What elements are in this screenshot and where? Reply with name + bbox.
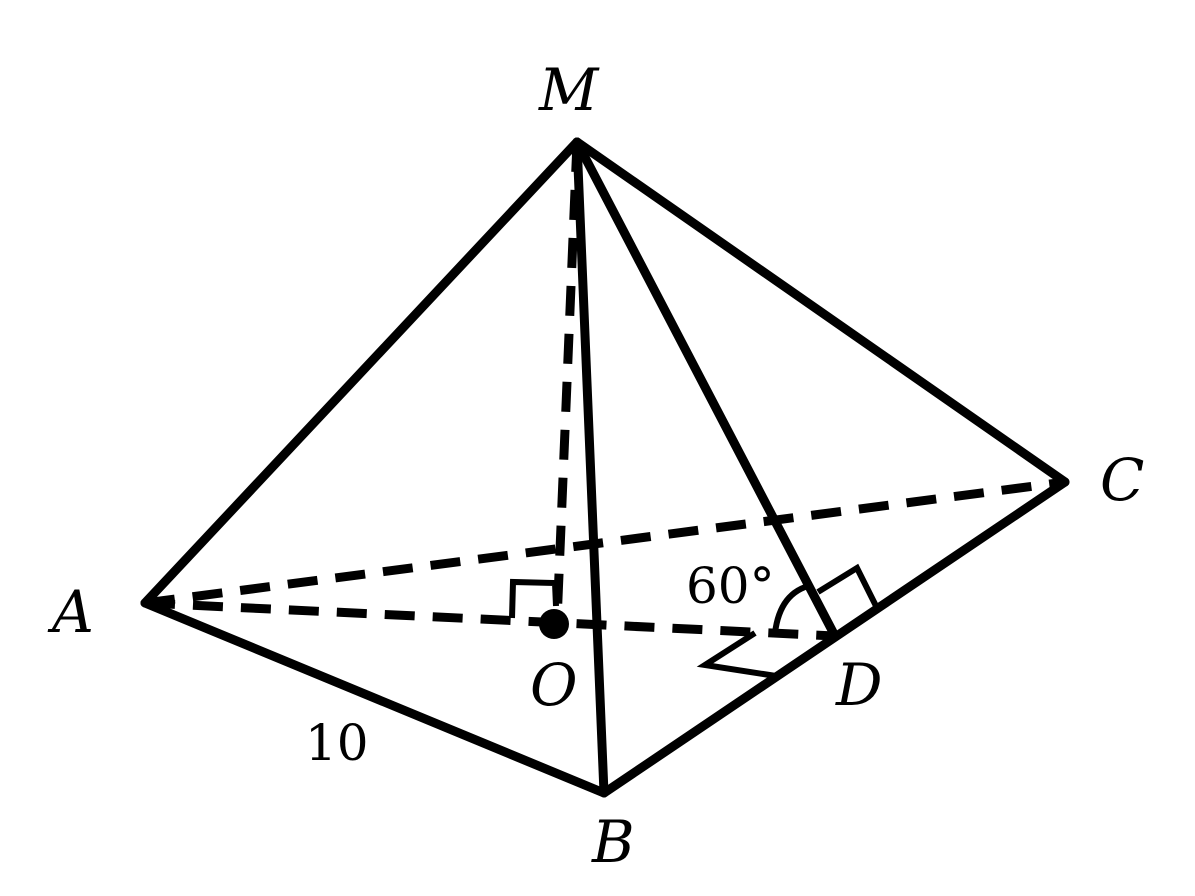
right-angle-mark-D-upper [816, 563, 879, 608]
edge-AB [140, 598, 609, 798]
edge-AD-hidden [144, 598, 836, 641]
edge-BC [599, 477, 1070, 798]
height-MO-hidden [552, 141, 582, 623]
right-angle-mark-O [509, 578, 559, 619]
edge-AC-hidden [144, 477, 1066, 608]
vertex-label-M: M [538, 56, 600, 124]
vertex-label-O: O [530, 651, 578, 719]
apothem-MD [572, 137, 840, 641]
angle-arc-D [772, 582, 813, 634]
vertex-label-A: A [47, 578, 94, 646]
edge-MC [572, 137, 1070, 487]
point-O [539, 609, 569, 639]
edge-MA [140, 137, 582, 608]
edge-MB [572, 137, 609, 798]
right-angle-mark-D-lower [696, 630, 777, 679]
vertex-label-C: C [1100, 446, 1144, 514]
side-length-label: 10 [305, 714, 369, 772]
vertex-label-B: B [591, 808, 635, 876]
vertex-label-D: D [835, 651, 883, 719]
angle-label: 60° [686, 557, 775, 615]
